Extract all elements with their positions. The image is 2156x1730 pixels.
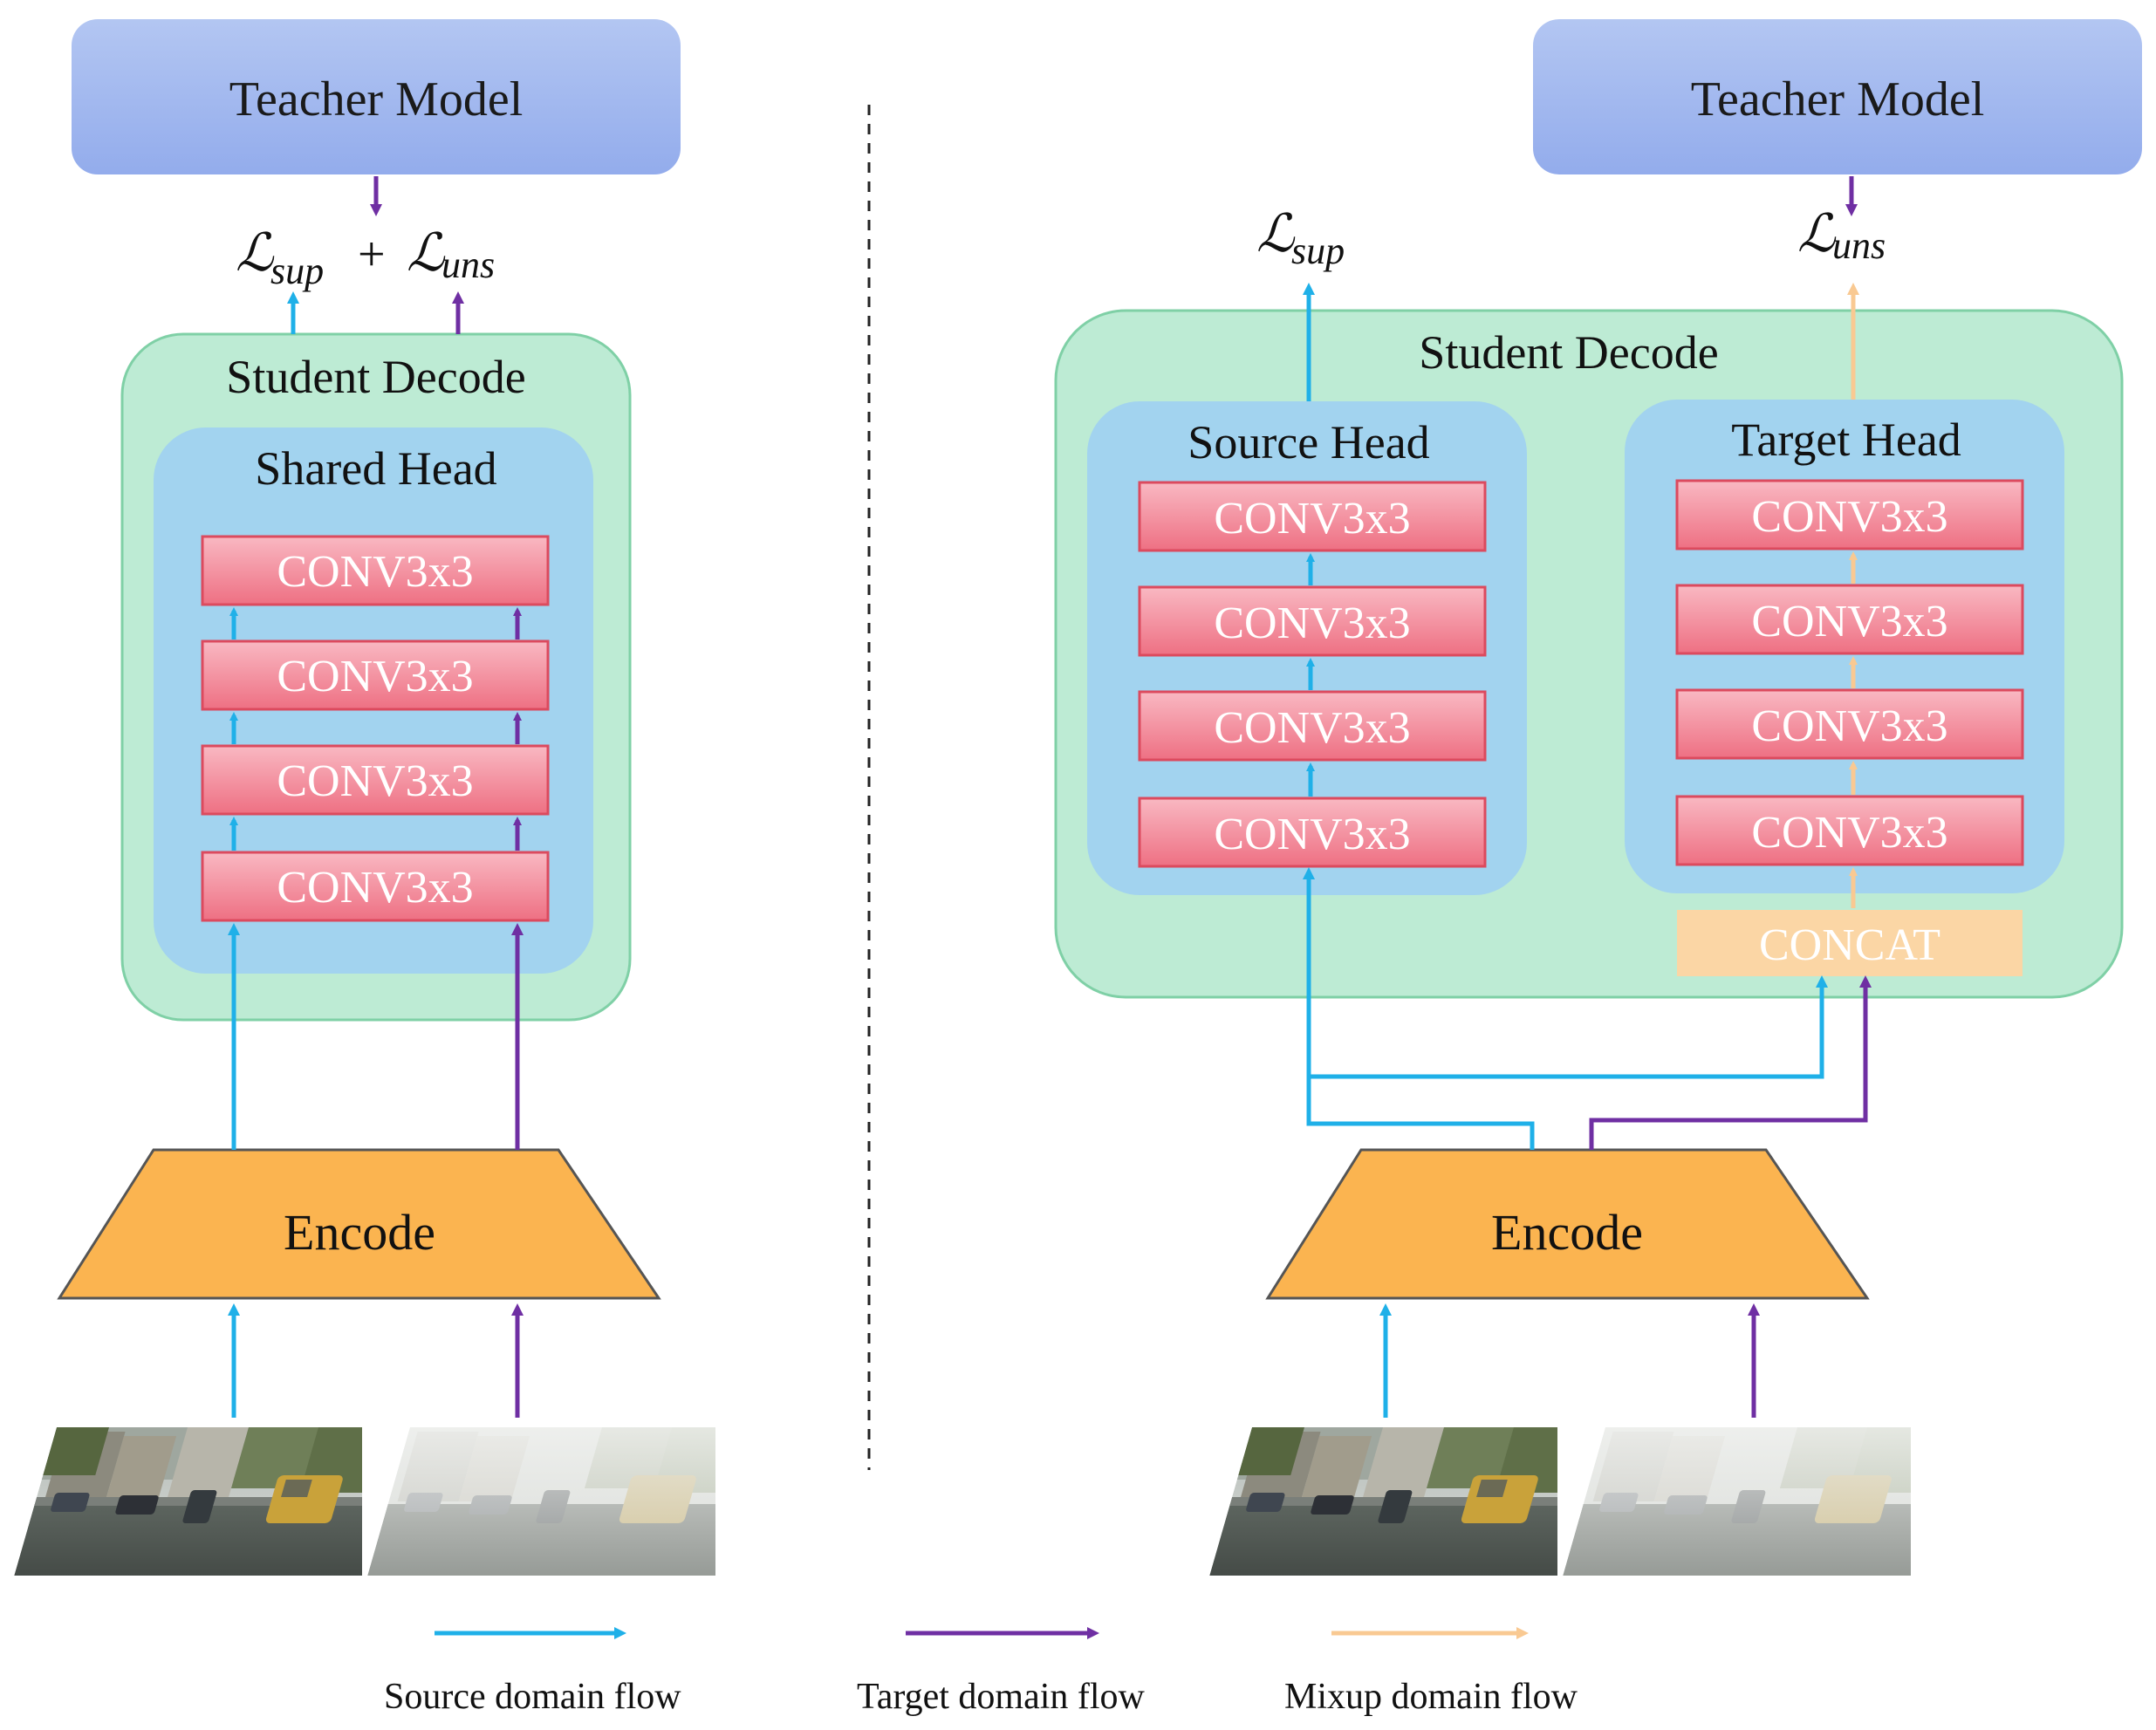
left-conv-label-4: CONV3x3 <box>277 863 473 913</box>
left-loss-plus: + <box>358 228 386 282</box>
left-conv-arrows <box>229 607 522 851</box>
right-source-head-label: Source Head <box>1188 416 1429 468</box>
left-target-image <box>367 1427 715 1576</box>
legend-target-label: Target domain flow <box>857 1677 1146 1717</box>
left-loss-uns-symbol: ℒ <box>407 224 446 282</box>
right-target-conv-block-1: CONV3x3 <box>1675 479 2024 550</box>
right-source-conv-block-2: CONV3x3 <box>1138 585 1487 657</box>
right-target-image <box>1563 1427 1911 1576</box>
legend-mixup-label: Mixup domain flow <box>1284 1677 1578 1717</box>
left-encode-label: Encode <box>284 1204 435 1261</box>
left-source-image <box>14 1427 362 1576</box>
right-target-conv-block-3: CONV3x3 <box>1675 688 2024 760</box>
legend: Source domain flow Target domain flow Mi… <box>384 1627 1578 1717</box>
left-conv-block-2: CONV3x3 <box>201 639 550 711</box>
right-loss-uns: ℒ uns <box>1797 205 1886 267</box>
right-concat-label: CONCAT <box>1759 920 1940 970</box>
right-loss-sup: ℒ sup <box>1256 205 1345 272</box>
right-source-conv-block-3: CONV3x3 <box>1138 690 1487 762</box>
right-source-conv-label-3: CONV3x3 <box>1214 703 1410 753</box>
right-teacher-model-box: Teacher Model <box>1533 19 2142 174</box>
right-source-conv-label-2: CONV3x3 <box>1214 598 1410 648</box>
right-source-conv-label-1: CONV3x3 <box>1214 494 1410 544</box>
right-teacher-label: Teacher Model <box>1691 72 1985 127</box>
right-student-label: Student Decode <box>1419 326 1718 379</box>
right-encode-block: Encode <box>1265 1148 1870 1300</box>
left-conv-label-2: CONV3x3 <box>277 652 473 701</box>
left-loss-sup-symbol: ℒ <box>236 224 275 282</box>
right-target-conv-label-4: CONV3x3 <box>1751 808 1947 858</box>
right-panel: Teacher Model ℒ sup ℒ uns Student Decode… <box>1054 19 2142 1576</box>
right-loss-uns-sub: uns <box>1832 224 1886 267</box>
right-target-conv-label-1: CONV3x3 <box>1751 492 1947 542</box>
left-conv-block-4: CONV3x3 <box>201 851 550 922</box>
right-encode-to-concat-target-arrow <box>1589 975 1872 1150</box>
right-source-conv-block-4: CONV3x3 <box>1138 797 1487 868</box>
left-conv-label-3: CONV3x3 <box>277 756 473 806</box>
left-conv-label-1: CONV3x3 <box>277 547 473 597</box>
left-student-label: Student Decode <box>226 351 525 403</box>
right-encode-to-source-head-arrow <box>1303 867 1535 1150</box>
right-concat-block: CONCAT <box>1677 910 2023 976</box>
left-conv-block-1: CONV3x3 <box>201 535 550 606</box>
right-loss-sup-sub: sup <box>1291 229 1345 272</box>
left-loss-uns-sub: uns <box>441 243 495 286</box>
right-target-conv-label-3: CONV3x3 <box>1751 701 1947 751</box>
left-loss-sup-sub: sup <box>270 250 324 292</box>
left-teacher-model-box: Teacher Model <box>72 19 681 174</box>
right-encode-label: Encode <box>1491 1204 1643 1261</box>
left-conv-block-3: CONV3x3 <box>201 744 550 816</box>
right-source-image <box>1209 1427 1557 1576</box>
left-head-label: Shared Head <box>255 442 496 495</box>
right-target-conv-block-4: CONV3x3 <box>1675 795 2024 866</box>
legend-source-label: Source domain flow <box>384 1677 681 1717</box>
right-source-conv-label-4: CONV3x3 <box>1214 810 1410 859</box>
right-loss-uns-symbol: ℒ <box>1797 205 1837 263</box>
left-panel: Teacher Model ℒ sup + ℒ uns Student Deco… <box>14 19 715 1576</box>
right-target-conv-block-2: CONV3x3 <box>1675 584 2024 655</box>
right-source-conv-block-1: CONV3x3 <box>1138 481 1487 552</box>
left-encode-block: Encode <box>57 1148 661 1300</box>
right-target-conv-label-2: CONV3x3 <box>1751 597 1947 646</box>
left-loss-formula: ℒ sup + ℒ uns <box>236 224 495 292</box>
right-loss-sup-symbol: ℒ <box>1256 205 1296 263</box>
left-teacher-label: Teacher Model <box>229 72 524 127</box>
right-encode-to-concat-source-arrow <box>1309 975 1828 1079</box>
right-target-head-label: Target Head <box>1731 414 1961 466</box>
